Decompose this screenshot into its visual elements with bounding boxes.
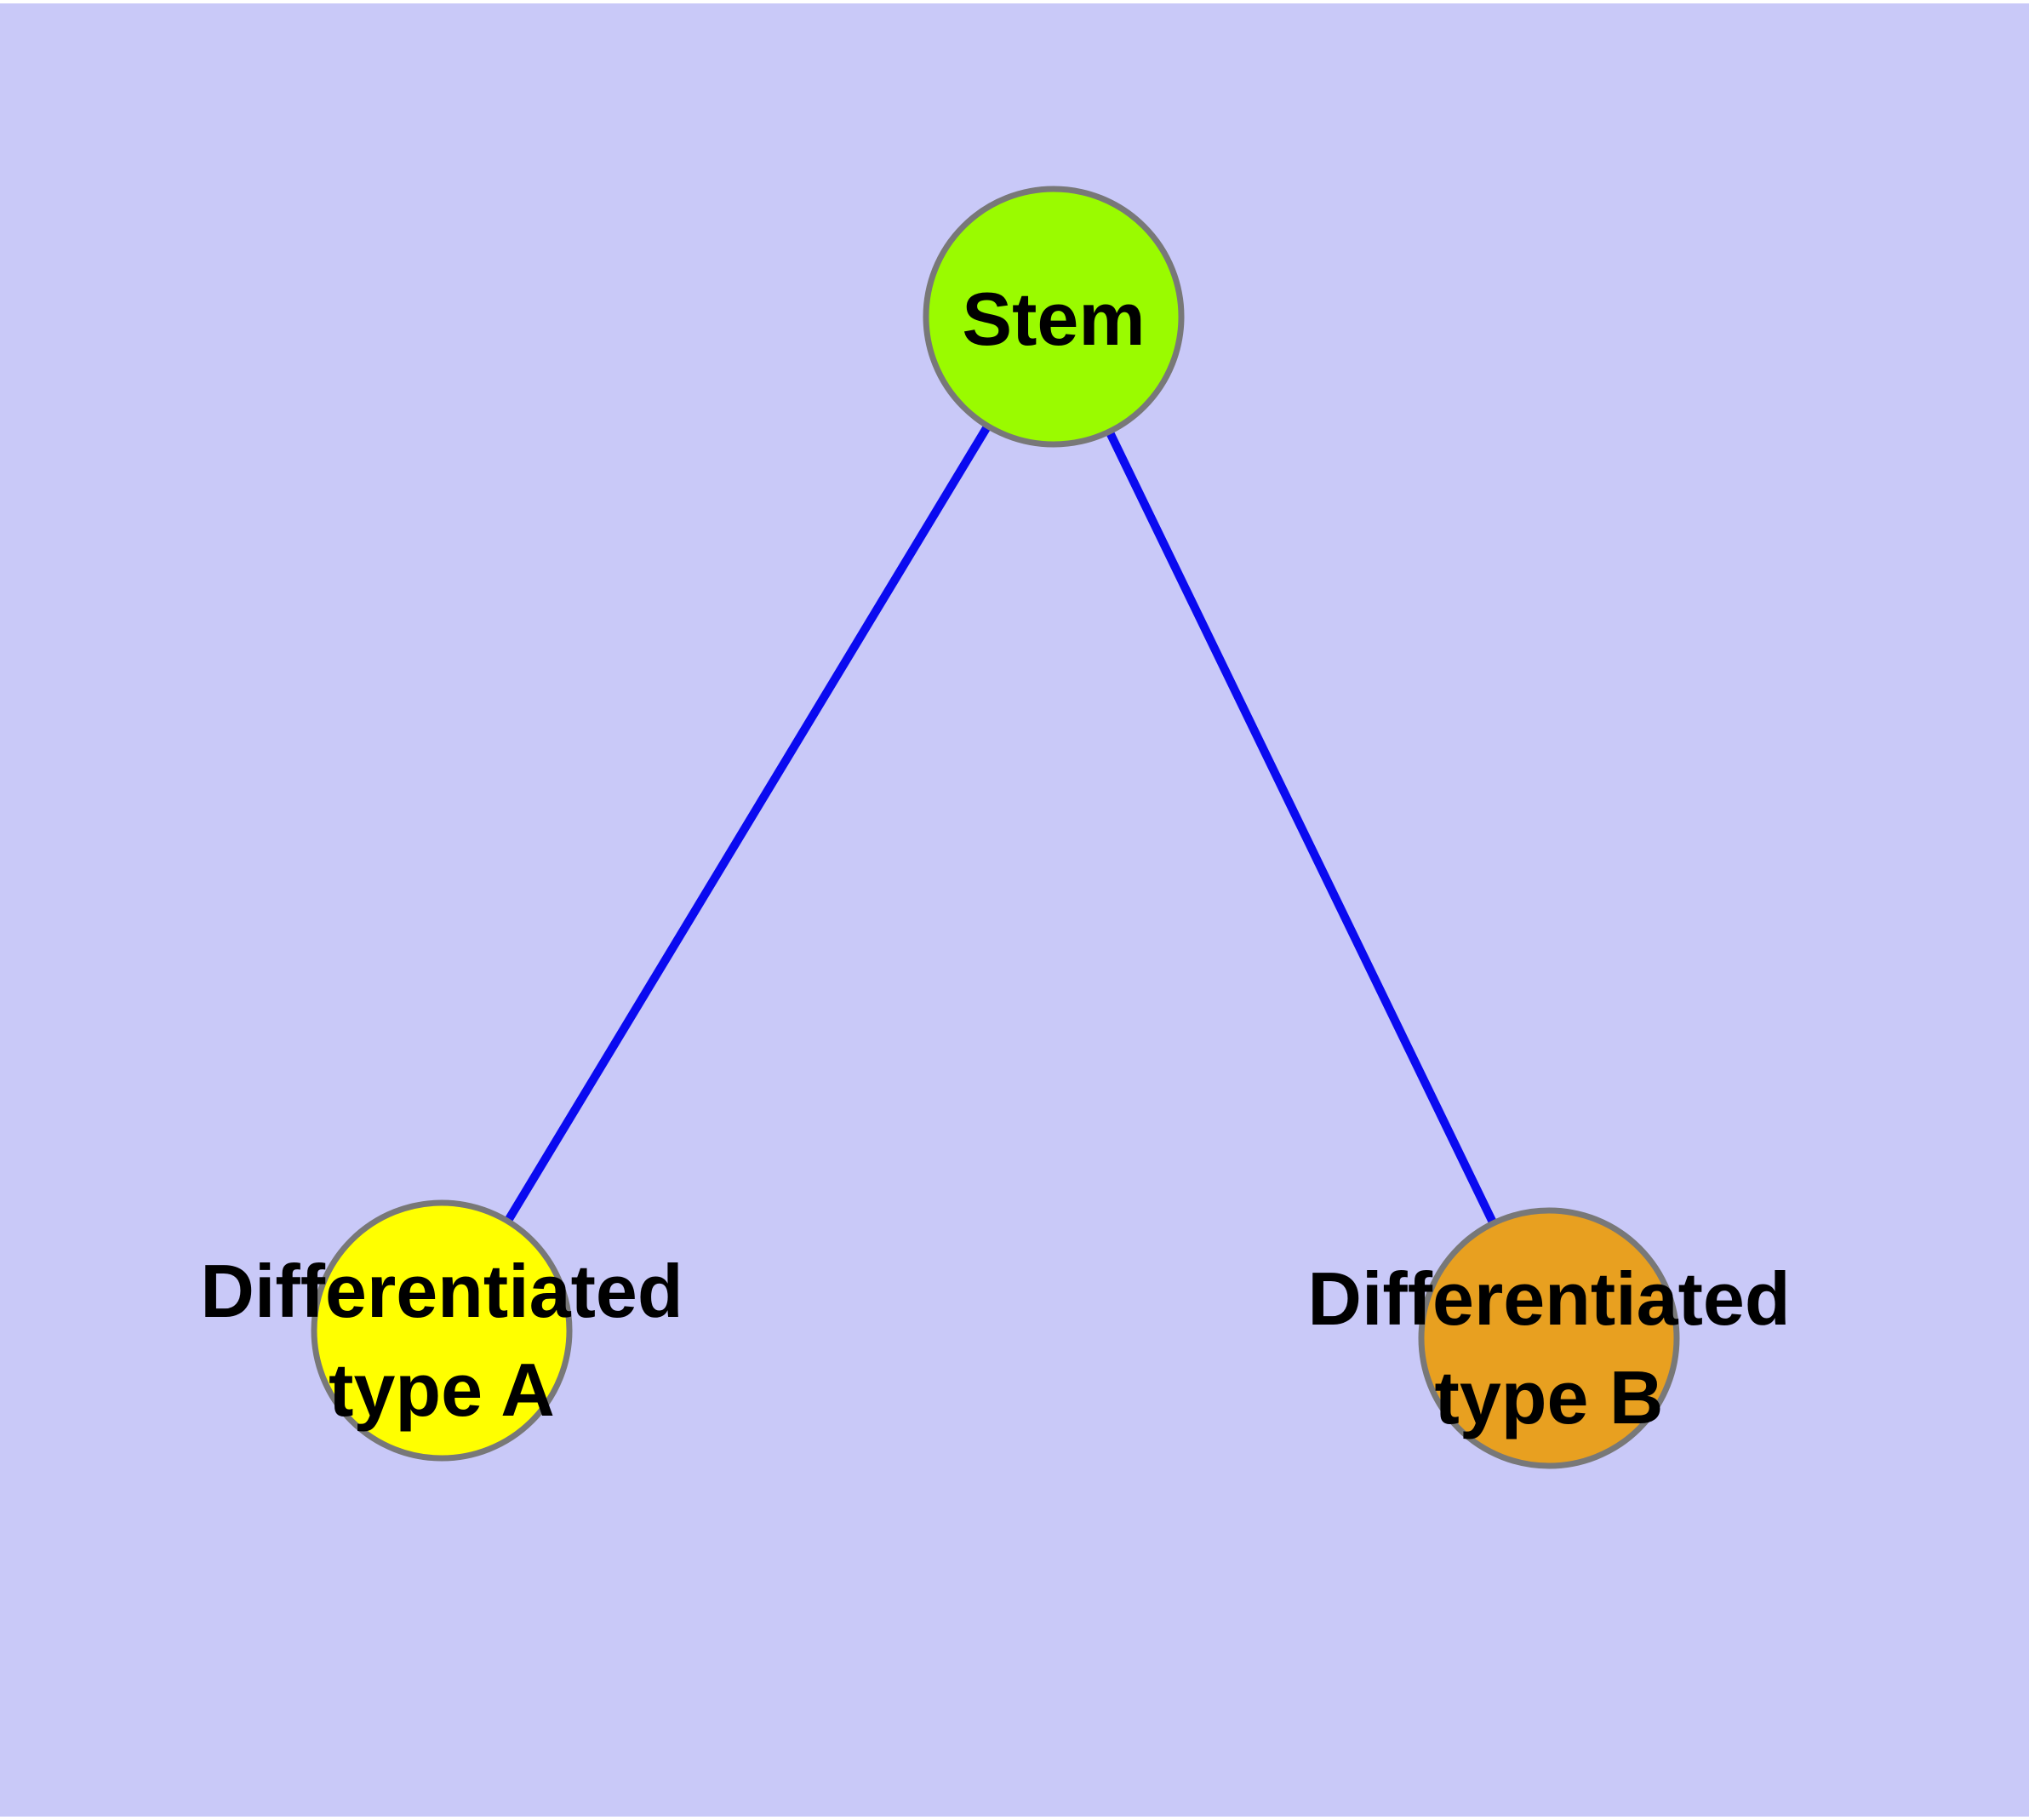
node-type-b-label-line2: type B — [1435, 1355, 1664, 1439]
node-type-a-label-line2: type A — [329, 1348, 555, 1432]
node-type-b-circle — [1418, 1207, 1680, 1469]
node-type-b-label-line1: Differentiated — [1307, 1256, 1790, 1341]
node-stem-circle — [923, 186, 1185, 448]
node-stem-label: Stem — [962, 277, 1145, 361]
node-type-a-circle — [311, 1199, 573, 1462]
edge-stem-to-type-a — [437, 314, 1058, 1333]
lineage-diagram: Stem Differentiated type A Differentiate… — [0, 3, 2029, 1817]
graph-canvas: Stem Differentiated type A Differentiate… — [0, 3, 2029, 1817]
edge-stem-to-type-b — [1049, 314, 1553, 1341]
node-differentiated-type-b: Differentiated type B — [1307, 1207, 1791, 1469]
node-differentiated-type-a: Differentiated type A — [200, 1199, 683, 1462]
node-type-a-label-line1: Differentiated — [200, 1249, 683, 1333]
node-stem: Stem — [923, 186, 1185, 448]
